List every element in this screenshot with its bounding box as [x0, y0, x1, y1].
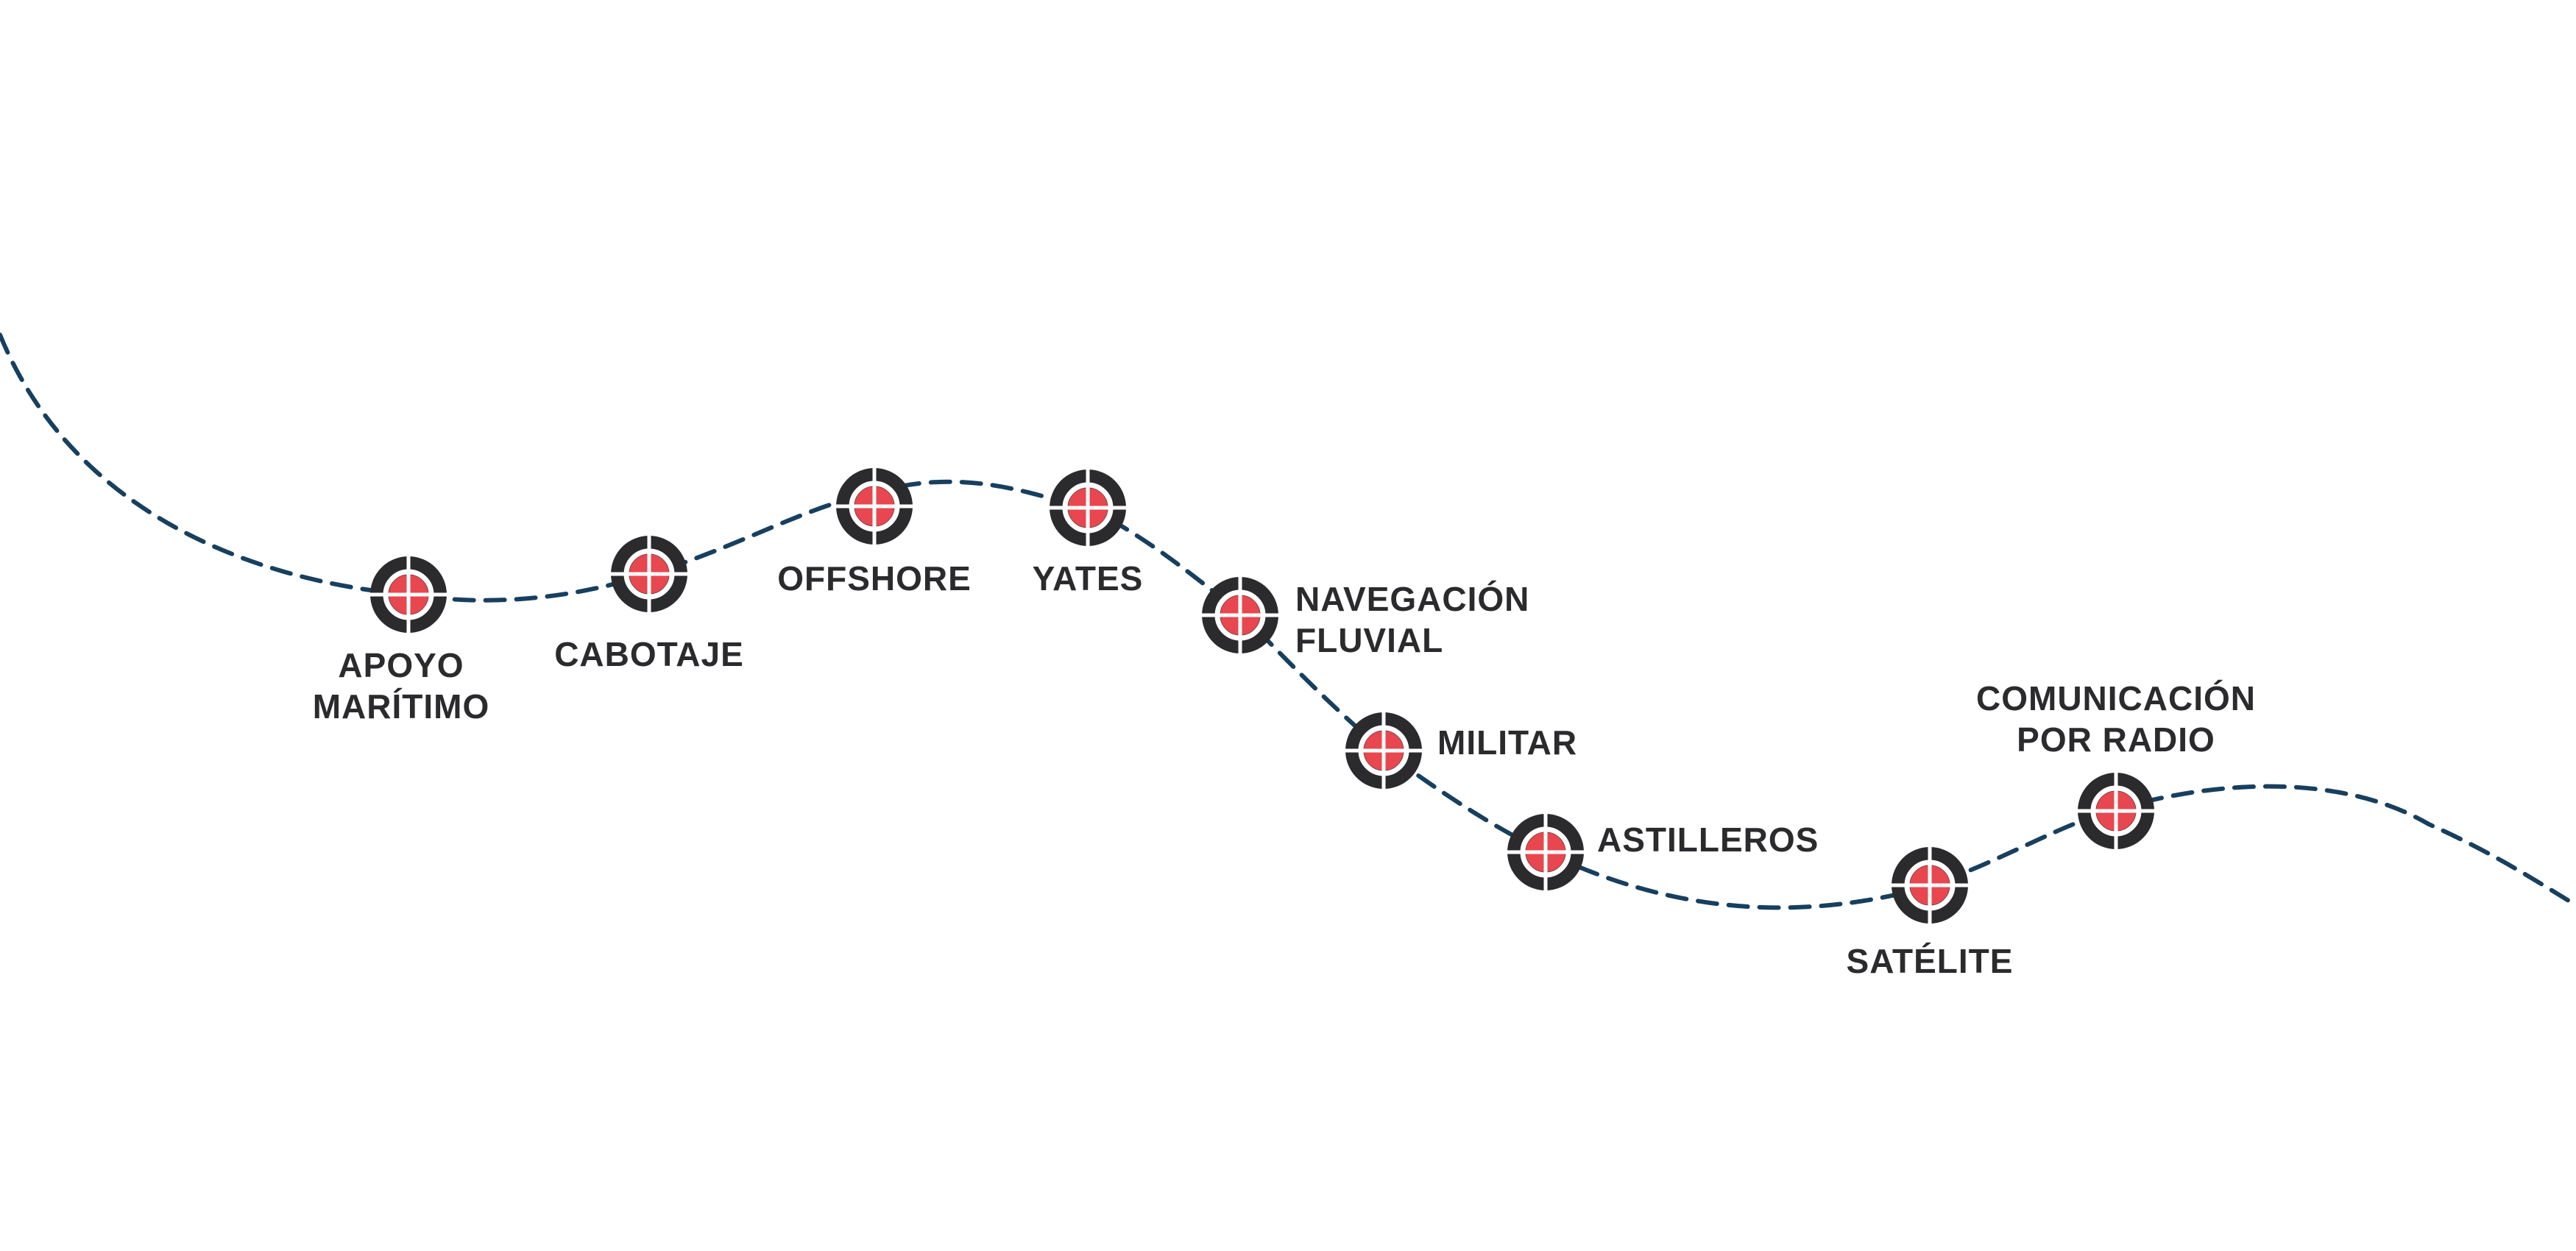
- crosshair-target-icon: [1202, 577, 1278, 653]
- stop-marker-astilleros: [1507, 814, 1584, 890]
- stop-label-line: MILITAR: [1437, 723, 1577, 762]
- crosshair-target-icon: [1507, 814, 1584, 890]
- crosshair-target-icon: [370, 556, 447, 633]
- stop-marker-navegacion-fluvial: [1202, 577, 1278, 653]
- crosshair-target-icon: [2078, 773, 2154, 849]
- stop-marker-satelite: [1892, 847, 1968, 924]
- crosshair-target-icon: [611, 536, 687, 612]
- stop-marker-yates: [1050, 469, 1126, 546]
- stop-label-satelite: SATÉLITE: [1847, 942, 2014, 980]
- stop-label-line: POR RADIO: [2017, 720, 2215, 759]
- stop-marker-offshore: [836, 468, 913, 545]
- stop-label-line: NAVEGACIÓN: [1295, 580, 1529, 618]
- stop-label-line: SATÉLITE: [1847, 942, 2014, 980]
- stop-marker-cabotaje: [611, 536, 687, 612]
- stop-label-offshore: OFFSHORE: [777, 559, 972, 598]
- crosshair-target-icon: [1050, 469, 1126, 546]
- stop-label-line: APOYO: [338, 646, 464, 684]
- stop-label-line: MARÍTIMO: [313, 687, 490, 726]
- stop-label-yates: YATES: [1033, 559, 1144, 598]
- crosshair-target-icon: [836, 468, 913, 545]
- stop-label-cabotaje: CABOTAJE: [554, 635, 744, 673]
- route-stops: [370, 468, 2154, 924]
- stop-label-line: OFFSHORE: [777, 559, 972, 598]
- stop-label-line: CABOTAJE: [554, 635, 744, 673]
- stop-label-militar: MILITAR: [1437, 723, 1577, 762]
- stop-label-astilleros: ASTILLEROS: [1597, 821, 1819, 859]
- stop-marker-militar: [1345, 712, 1422, 789]
- crosshair-target-icon: [1892, 847, 1968, 924]
- stop-marker-apoyo-maritimo: [370, 556, 447, 633]
- stop-label-line: FLUVIAL: [1295, 621, 1443, 659]
- crosshair-target-icon: [1345, 712, 1422, 789]
- stop-label-line: YATES: [1033, 559, 1144, 598]
- stop-label-line: ASTILLEROS: [1597, 821, 1819, 859]
- stop-marker-comunicacion-por-radio: [2078, 773, 2154, 849]
- stop-label-line: COMUNICACIÓN: [1976, 679, 2256, 717]
